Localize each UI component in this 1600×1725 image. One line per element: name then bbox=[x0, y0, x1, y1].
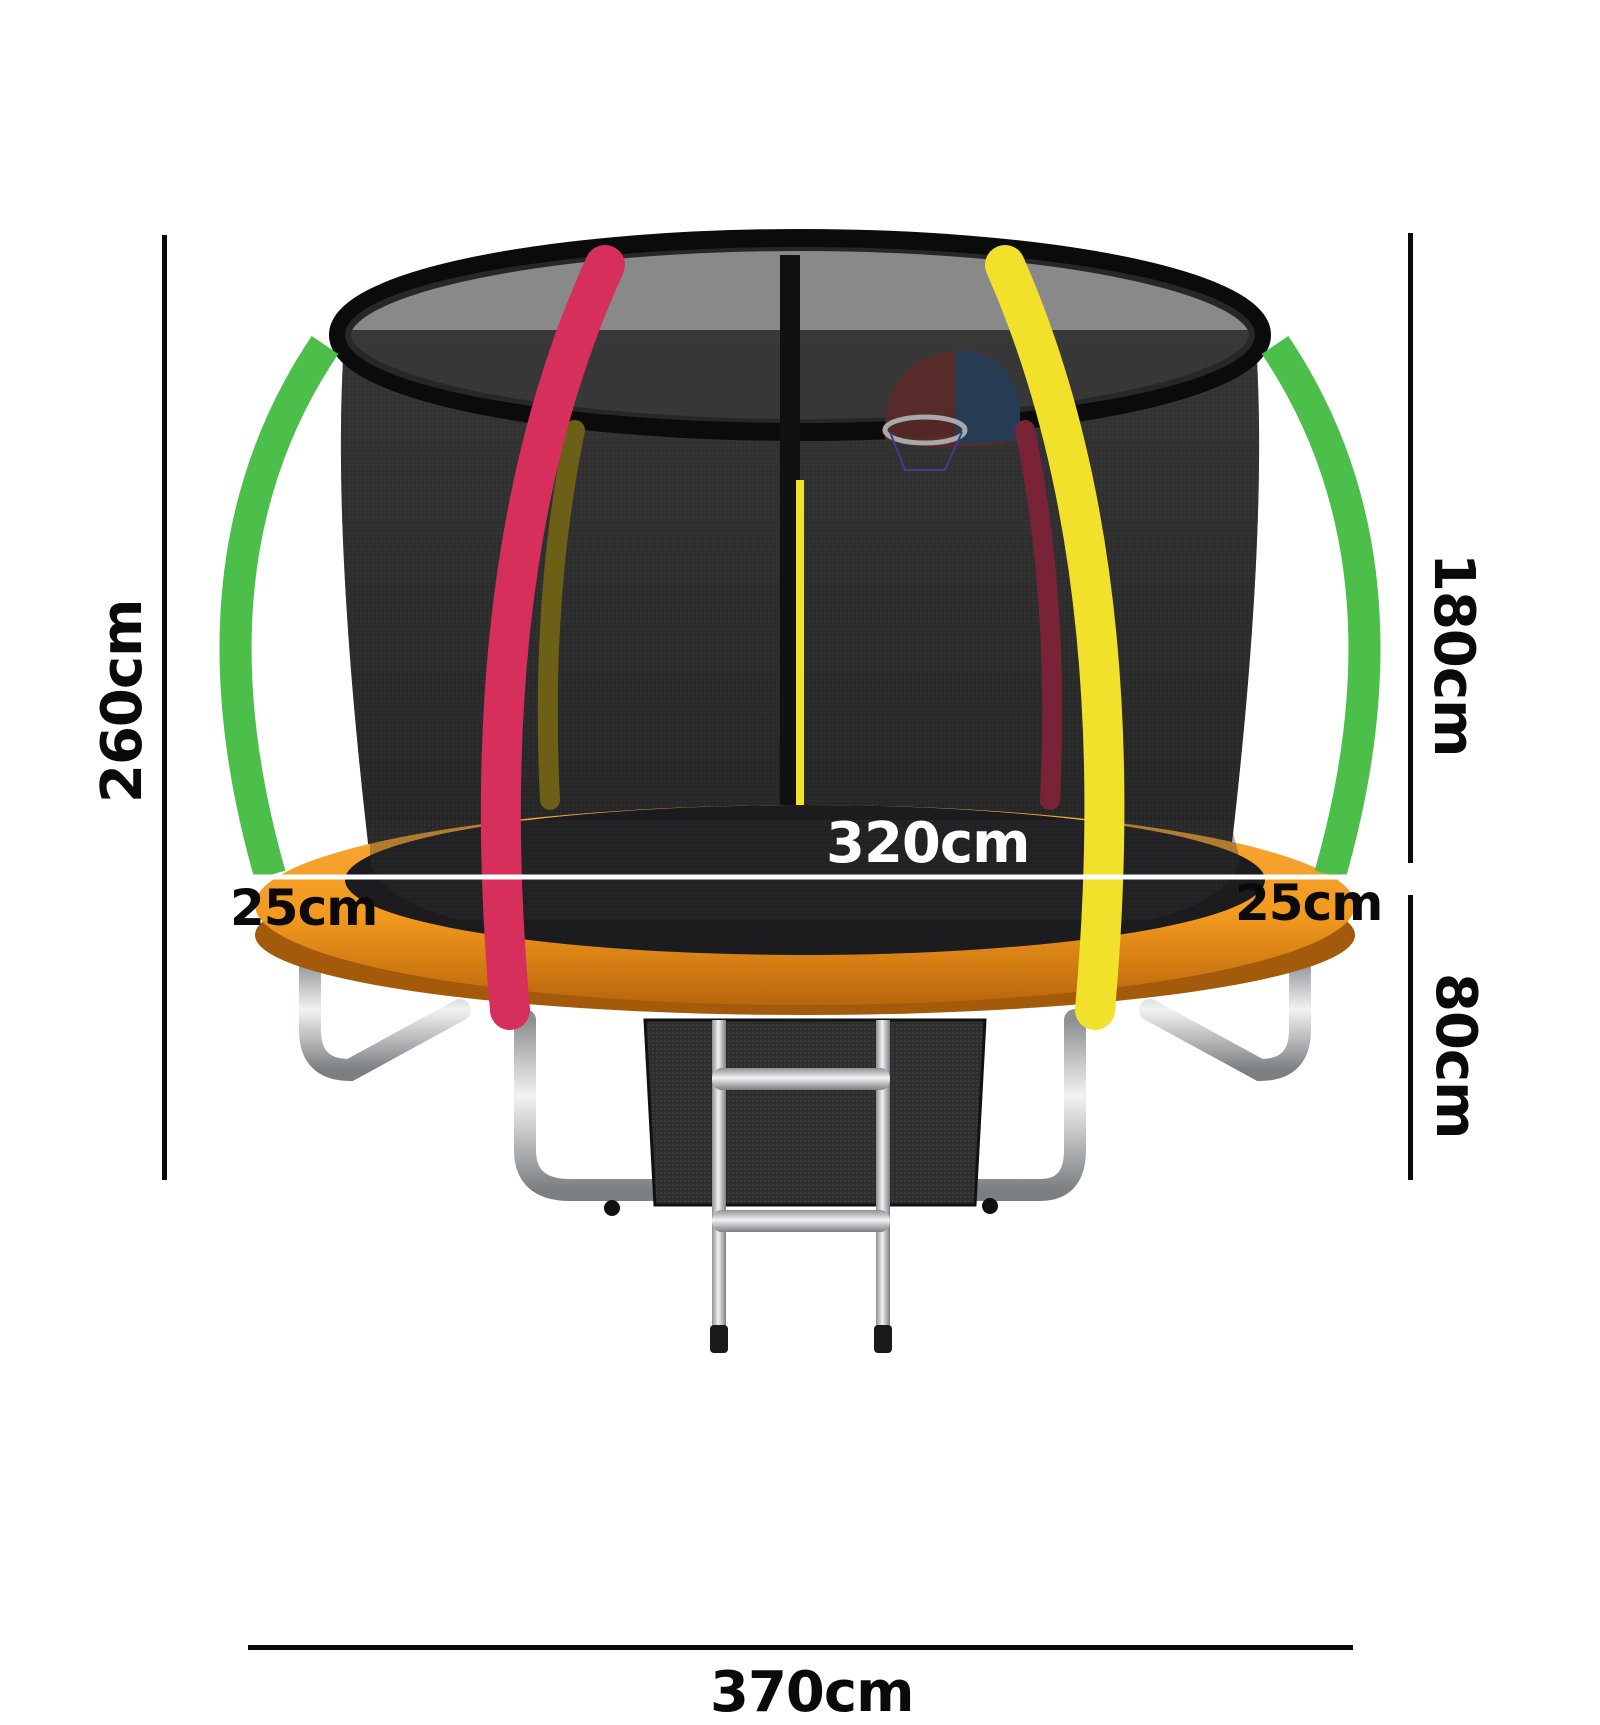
frame-height-line bbox=[1408, 895, 1413, 1180]
pad-right-label: 25cm bbox=[1235, 874, 1383, 932]
green-pole-pads bbox=[219, 336, 1381, 880]
total-height-line bbox=[162, 235, 167, 1180]
trampoline-illustration bbox=[219, 229, 1381, 1353]
ladder bbox=[710, 1020, 892, 1353]
trampoline-dimension-diagram: 260cm 180cm 80cm 320cm 25cm 25cm 370cm bbox=[90, 229, 1488, 1721]
total-width-line bbox=[248, 1645, 1353, 1650]
total-height-label: 260cm bbox=[90, 599, 155, 803]
red-pole-pad bbox=[480, 245, 625, 1030]
jump-mat-and-pad bbox=[255, 805, 1355, 1015]
enclosure-height-line bbox=[1408, 233, 1413, 863]
shoe-bag bbox=[604, 1018, 998, 1216]
basketball-hoop bbox=[882, 350, 1020, 471]
yellow-pole-pad bbox=[985, 245, 1125, 1030]
enclosure-height-label: 180cm bbox=[1421, 553, 1486, 757]
mat-diameter-label: 320cm bbox=[826, 811, 1030, 876]
pad-left-label: 25cm bbox=[230, 879, 378, 937]
total-width-label: 370cm bbox=[710, 1660, 914, 1725]
inner-poles bbox=[537, 420, 1063, 810]
frame-height-label: 80cm bbox=[1423, 973, 1488, 1139]
